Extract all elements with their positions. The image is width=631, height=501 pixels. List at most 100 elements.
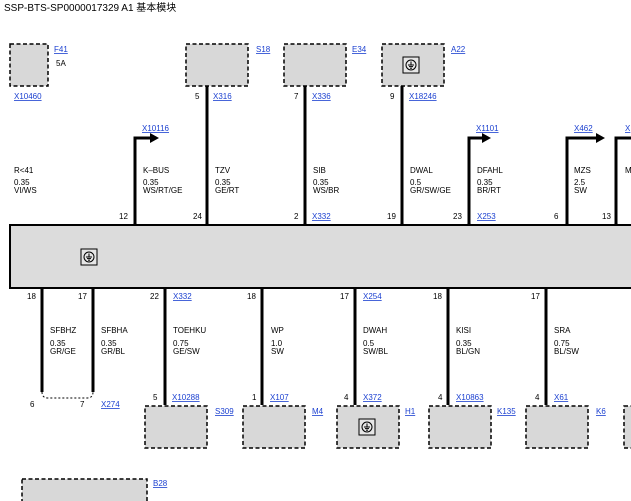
- module-a1[interactable]: [9, 224, 631, 289]
- connector-x1101[interactable]: X1101: [476, 124, 499, 133]
- wire-label-mzs: MZS 2.5 SW 6: [554, 166, 591, 221]
- component-k6[interactable]: K6: [525, 405, 606, 449]
- component-id-e34[interactable]: E34: [352, 45, 367, 54]
- connector-x253[interactable]: X253: [477, 212, 496, 221]
- wire-label-kbus: K–BUS 0.35 WS/RT/GE 24: [143, 166, 202, 221]
- svg-text:BL/SW: BL/SW: [554, 347, 579, 356]
- svg-text:SIB: SIB: [313, 166, 326, 175]
- svg-text:4: 4: [438, 393, 443, 402]
- component-id-s309[interactable]: S309: [215, 407, 234, 416]
- wire-label-m-partial: M 13: [602, 166, 631, 221]
- arrow-x1101[interactable]: X1101: [467, 124, 499, 224]
- svg-text:WS/RT/GE: WS/RT/GE: [143, 186, 182, 195]
- wire-sfbhz: 18 SFBHZ 0.35 GR/GE 6: [27, 289, 76, 409]
- svg-text:4: 4: [535, 393, 540, 402]
- svg-text:17: 17: [340, 292, 349, 301]
- connector-x332-bottom[interactable]: X332: [173, 292, 192, 301]
- wire-sra: 17 SRA 0.75 BL/SW 4 X61: [531, 289, 579, 405]
- svg-text:0.75: 0.75: [554, 339, 570, 348]
- svg-text:6: 6: [554, 212, 559, 221]
- svg-text:SFBHZ: SFBHZ: [50, 326, 76, 335]
- svg-text:18: 18: [247, 292, 256, 301]
- bottom-junction-dots: [40, 287, 548, 291]
- connector-x61[interactable]: X61: [554, 393, 569, 402]
- component-id-s18[interactable]: S18: [256, 45, 271, 54]
- svg-text:0.5: 0.5: [363, 339, 375, 348]
- connector-x18246[interactable]: X18246: [409, 92, 437, 101]
- svg-text:12: 12: [119, 212, 128, 221]
- component-h1[interactable]: H1: [336, 405, 416, 449]
- svg-text:0.35: 0.35: [215, 178, 231, 187]
- connector-x274[interactable]: X274: [101, 400, 120, 409]
- ground-symbol-icon: [83, 251, 95, 263]
- connector-x254[interactable]: X254: [363, 292, 382, 301]
- component-e34[interactable]: E34 7 X336: [283, 43, 367, 101]
- page-title: SSP-BTS-SP0000017329 A1 基本模块: [4, 1, 176, 14]
- svg-text:DWAL: DWAL: [410, 166, 433, 175]
- component-s18[interactable]: S18 5 X316: [185, 43, 271, 101]
- connector-x10863[interactable]: X10863: [456, 393, 484, 402]
- svg-text:DWAH: DWAH: [363, 326, 387, 335]
- wire-label-dfahl: DFAHL 0.35 BR/RT 23 X253: [453, 166, 503, 221]
- connector-x372[interactable]: X372: [363, 393, 382, 402]
- component-s309[interactable]: S309: [144, 405, 234, 449]
- svg-text:0.35: 0.35: [14, 178, 30, 187]
- pin-number: 9: [390, 92, 395, 101]
- wire-label-sib: SIB 0.35 WS/BR 2 X332: [294, 166, 339, 221]
- svg-text:BL/GN: BL/GN: [456, 347, 480, 356]
- component-m4[interactable]: M4: [242, 405, 324, 449]
- component-id-h1[interactable]: H1: [405, 407, 416, 416]
- component-a22[interactable]: A22 9 X18246: [381, 43, 466, 101]
- svg-text:VI/WS: VI/WS: [14, 186, 37, 195]
- connector-x[interactable]: X: [625, 124, 631, 133]
- svg-text:MZS: MZS: [574, 166, 591, 175]
- svg-text:0.35: 0.35: [143, 178, 159, 187]
- component-id-k6[interactable]: K6: [596, 407, 606, 416]
- fuse-rating: 5A: [56, 59, 66, 68]
- svg-text:1: 1: [252, 393, 257, 402]
- component-partial-right[interactable]: [623, 405, 631, 449]
- svg-text:23: 23: [453, 212, 462, 221]
- component-b28[interactable]: B28: [21, 478, 168, 501]
- svg-text:BR/RT: BR/RT: [477, 186, 501, 195]
- top-junction-dots: [133, 222, 618, 226]
- wire-label-r41: R<41 0.35 VI/WS 12: [14, 166, 128, 221]
- component-f41[interactable]: F41 5A X10460: [9, 43, 68, 101]
- connector-x316[interactable]: X316: [213, 92, 232, 101]
- component-id-b28[interactable]: B28: [153, 479, 168, 488]
- connector-x336[interactable]: X336: [312, 92, 331, 101]
- svg-text:GE/RT: GE/RT: [215, 186, 239, 195]
- arrow-x10116[interactable]: X10116: [133, 124, 170, 224]
- component-id-f41[interactable]: F41: [54, 45, 68, 54]
- svg-text:24: 24: [193, 212, 202, 221]
- svg-text:GR/BL: GR/BL: [101, 347, 126, 356]
- svg-text:0.5: 0.5: [410, 178, 422, 187]
- svg-text:SW/BL: SW/BL: [363, 347, 388, 356]
- component-k135[interactable]: K135: [428, 405, 516, 449]
- svg-text:DFAHL: DFAHL: [477, 166, 503, 175]
- connector-x10460[interactable]: X10460: [14, 92, 42, 101]
- component-id-a22[interactable]: A22: [451, 45, 466, 54]
- connector-x107[interactable]: X107: [270, 393, 289, 402]
- wire-wp: 18 WP 1.0 SW 1 X107: [247, 289, 289, 405]
- connector-x462[interactable]: X462: [574, 124, 593, 133]
- svg-text:7: 7: [80, 400, 85, 409]
- ground-symbol-icon: [405, 59, 417, 71]
- component-id-k135[interactable]: K135: [497, 407, 516, 416]
- svg-text:WS/BR: WS/BR: [313, 186, 339, 195]
- arrow-x-partial[interactable]: X: [614, 124, 631, 224]
- connector-x10116[interactable]: X10116: [142, 124, 170, 133]
- svg-text:0.35: 0.35: [456, 339, 472, 348]
- arrow-x462[interactable]: X462: [565, 124, 605, 224]
- svg-text:K–BUS: K–BUS: [143, 166, 169, 175]
- svg-text:18: 18: [433, 292, 442, 301]
- pin-number: 5: [195, 92, 200, 101]
- svg-text:WP: WP: [271, 326, 284, 335]
- svg-text:SRA: SRA: [554, 326, 571, 335]
- component-id-m4[interactable]: M4: [312, 407, 324, 416]
- connector-x332[interactable]: X332: [312, 212, 331, 221]
- svg-text:GR/SW/GE: GR/SW/GE: [410, 186, 451, 195]
- svg-text:GR/GE: GR/GE: [50, 347, 76, 356]
- connector-x10288[interactable]: X10288: [172, 393, 200, 402]
